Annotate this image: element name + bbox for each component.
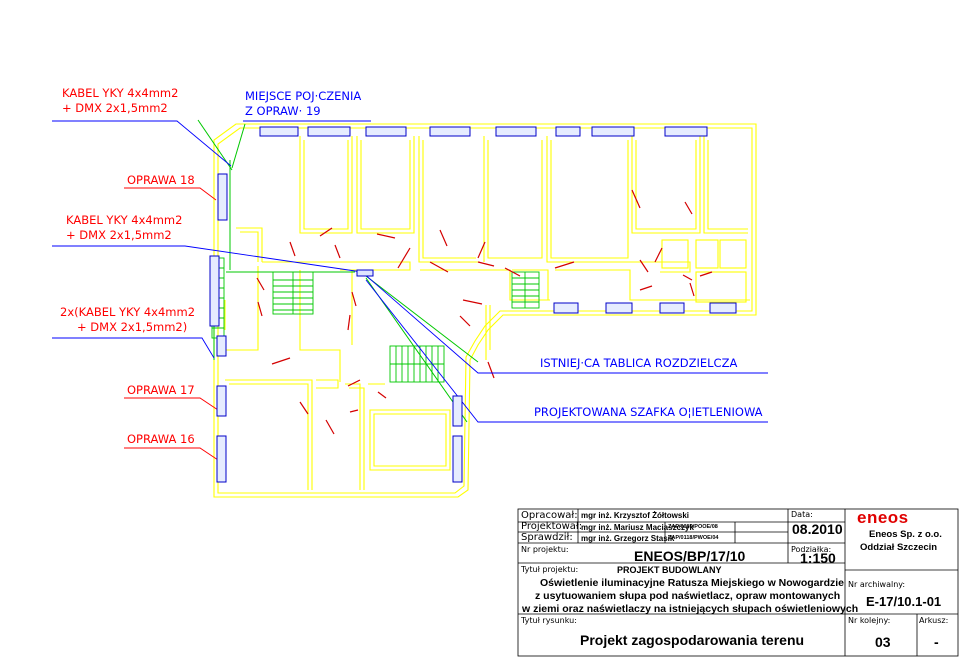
description-line-1: Oświetlenie iluminacyjne Ratusza Miejski…: [540, 577, 844, 589]
luminaire-top-1: [259, 126, 299, 137]
staircase-1: [272, 271, 314, 315]
cable-top-line-2: + DMX 2x1,5mm2: [62, 100, 168, 115]
projektowal-name: mgr inż. Mariusz Maciaszczyk: [581, 523, 694, 532]
luminaires: [209, 126, 737, 483]
luminaire-16-label: OPRAWA 16: [127, 432, 195, 446]
luminaire-lower-2: [452, 435, 463, 483]
luminaire-top-6: [555, 126, 581, 137]
luminaire-top-5: [495, 126, 537, 137]
nr-projektu-label: Nr projektu:: [521, 545, 569, 554]
title-block-frame: [517, 508, 959, 657]
project-type: PROJEKT BUDOWLANY: [617, 565, 722, 575]
cable-top-line-1: KABEL YKY 4x4mm2: [62, 86, 179, 100]
luminaire-top-2: [307, 126, 351, 137]
luminaire-lower-1: [452, 395, 463, 427]
cable-mid-line-1: KABEL YKY 4x4mm2: [66, 213, 183, 227]
joint-place-label: MIEJSCE POJ·CZENIA Z OPRAW· 19: [245, 89, 361, 119]
sprawdzil-license: ZAP/0118/PWOE/04: [668, 535, 719, 541]
company-logo: eneos: [857, 508, 909, 528]
sheet-count: -: [934, 634, 939, 650]
projektowal-label: Projektował:: [521, 521, 583, 532]
opracowal-label: Opracował:: [521, 510, 578, 521]
luminaire-right-4: [709, 302, 737, 314]
drawing-title: Projekt zagospodarowania terenu: [580, 632, 805, 648]
sheet-number: 03: [875, 634, 891, 650]
cable-double-line-1: 2x(KABEL YKY 4x4mm2: [60, 305, 196, 319]
cable-mid-line-2: + DMX 2x1,5mm2: [66, 227, 172, 242]
luminaire-right-3: [659, 302, 685, 314]
nr-kolejny-label: Nr kolejny:: [848, 616, 891, 625]
cable-mid-label: KABEL YKY 4x4mm2 + DMX 2x1,5mm2: [66, 213, 182, 243]
cable-top-label: KABEL YKY 4x4mm2 + DMX 2x1,5mm2: [62, 86, 178, 116]
distribution-board-symbol: [356, 269, 374, 277]
company-name: Eneos Sp. z o.o.: [869, 529, 942, 540]
nr-archiwalny-label: Nr archiwalny:: [848, 580, 906, 589]
luminaire-left-a: [209, 255, 220, 327]
luminaire-left-b: [216, 335, 227, 357]
tytul-rysunku-label: Tytuł rysunku:: [521, 616, 577, 625]
cable-double-line-2: + DMX 2x1,5mm2): [77, 319, 188, 334]
cable-routes: [197, 119, 479, 423]
luminaire-top-4: [429, 126, 471, 137]
sprawdzil-label: Sprawdził:: [521, 532, 573, 543]
luminaire-17: [216, 385, 227, 417]
existing-board-label: ISTNIEJ·CA TABLICA ROZDZIELCZA: [540, 356, 738, 370]
company-logo-text: eneos: [857, 508, 909, 527]
luminaire-16: [216, 435, 227, 483]
joint-place-line-2: Z OPRAW· 19: [245, 103, 321, 118]
projektowal-license: ZAP/0089/POOE/08: [668, 524, 718, 530]
arkusz-label: Arkusz:: [919, 616, 949, 625]
staircase-3: [389, 345, 445, 383]
cable-double-label: 2x(KABEL YKY 4x4mm2 + DMX 2x1,5mm2): [60, 305, 195, 335]
description-line-2: z usytuowaniem słupa pod naświetlacz, op…: [535, 590, 841, 602]
luminaire-top-8: [664, 126, 708, 137]
sprawdzil-name: mgr inż. Grzegorz Stasik: [581, 534, 675, 543]
luminaire-top-3: [365, 126, 407, 137]
project-number: ENEOS/BP/17/10: [634, 548, 746, 564]
archive-number: E-17/10.1-01: [866, 594, 942, 609]
leader-lines: [52, 120, 768, 461]
luminaire-17-label: OPRAWA 17: [127, 383, 195, 397]
data-label: Data:: [791, 510, 813, 519]
opracowal-name: mgr inż. Krzysztof Żółtowski: [581, 511, 690, 520]
luminaire-18-label: OPRAWA 18: [127, 173, 195, 187]
joint-place-line-1: MIEJSCE POJ·CZENIA: [245, 89, 362, 103]
staircase-2: [511, 271, 540, 309]
designed-box-label: PROJEKTOWANA SZAFKA O¦IETLENIOWA: [534, 405, 763, 419]
tytul-projektu-label: Tytuł projektu:: [521, 565, 579, 574]
podzialka-label: Podziałka:: [791, 545, 832, 554]
luminaire-top-7: [591, 126, 635, 137]
luminaire-right-1: [553, 302, 579, 314]
door-swings: [256, 189, 713, 435]
building-walls: [213, 123, 757, 498]
description-line-3: w ziemi oraz naświetlaczy na istniejącyc…: [522, 603, 859, 615]
date-value: 08.2010: [792, 521, 843, 537]
scale-value: 1:150: [800, 550, 836, 566]
company-branch: Oddział Szczecin: [860, 542, 938, 553]
luminaire-18: [217, 173, 228, 221]
luminaire-right-2: [605, 302, 633, 314]
